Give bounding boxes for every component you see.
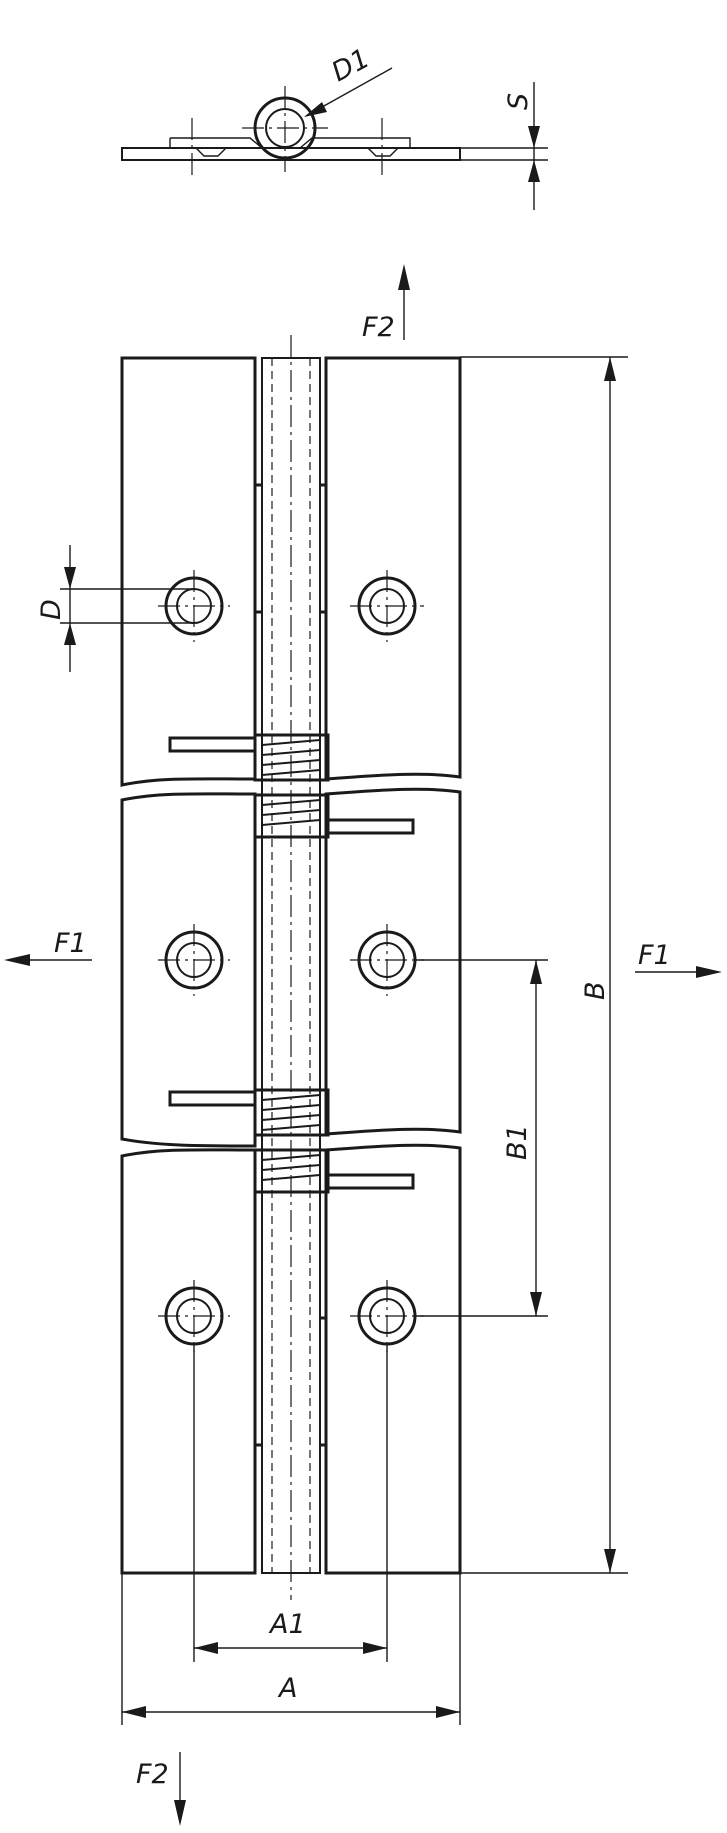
- hole-left-1: [158, 570, 230, 642]
- b-dimension: B: [460, 356, 628, 1574]
- right-leaf-segment-2: [324, 787, 462, 1136]
- force-f1-right: F1: [635, 940, 722, 978]
- spring-leg: [168, 1090, 257, 1107]
- spring-leg: [168, 736, 257, 753]
- hole-left-3: [158, 1280, 230, 1352]
- a1-label: A1: [268, 1609, 306, 1640]
- left-leaf-segment-2: [120, 792, 257, 1148]
- top-cross-section-view: D1 S: [121, 43, 548, 210]
- f2-top-label: F2: [362, 312, 395, 343]
- spring-leg: [326, 818, 415, 835]
- hole-left-2: [158, 924, 230, 996]
- f1-right-label: F1: [638, 940, 671, 971]
- force-f1-left: F1: [4, 928, 92, 966]
- a-label: A: [277, 1673, 297, 1704]
- left-leaf-segment-1: [120, 356, 257, 787]
- right-leaf-segment-1: [324, 356, 462, 781]
- hole-right-3: [350, 1280, 424, 1352]
- countersink-profile: [195, 147, 399, 157]
- d-dimension: D: [36, 545, 194, 672]
- leaf-upper-profile: [170, 137, 411, 149]
- left-leaf-segment-3: [120, 1148, 257, 1575]
- knuckle-steps-1: [253, 358, 328, 614]
- d-label: D: [36, 599, 67, 620]
- hole-right-1: [350, 570, 424, 642]
- f2-bottom-label: F2: [136, 1759, 169, 1790]
- b1-dimension: B1: [415, 959, 548, 1317]
- force-f2-top: F2: [362, 264, 410, 343]
- b1-label: B1: [502, 1124, 533, 1160]
- b-label: B: [580, 981, 611, 1000]
- f1-left-label: F1: [54, 928, 87, 959]
- s-label: S: [503, 93, 534, 110]
- right-leaf-segment-3: [324, 1143, 462, 1575]
- front-view: [120, 335, 462, 1600]
- spring-3: [168, 1088, 330, 1137]
- spring-leg: [326, 1173, 415, 1190]
- knuckle-steps-3: [253, 1190, 328, 1447]
- a1-dimension: A1: [193, 1344, 388, 1662]
- a-dimension: A: [121, 1573, 461, 1725]
- spring-2: [253, 793, 415, 839]
- spring-4: [253, 1148, 415, 1194]
- hinge-leaf-profile: [121, 147, 461, 161]
- hole-right-2: [350, 924, 424, 996]
- spring-1: [168, 733, 330, 782]
- force-f2-bottom: F2: [136, 1752, 186, 1826]
